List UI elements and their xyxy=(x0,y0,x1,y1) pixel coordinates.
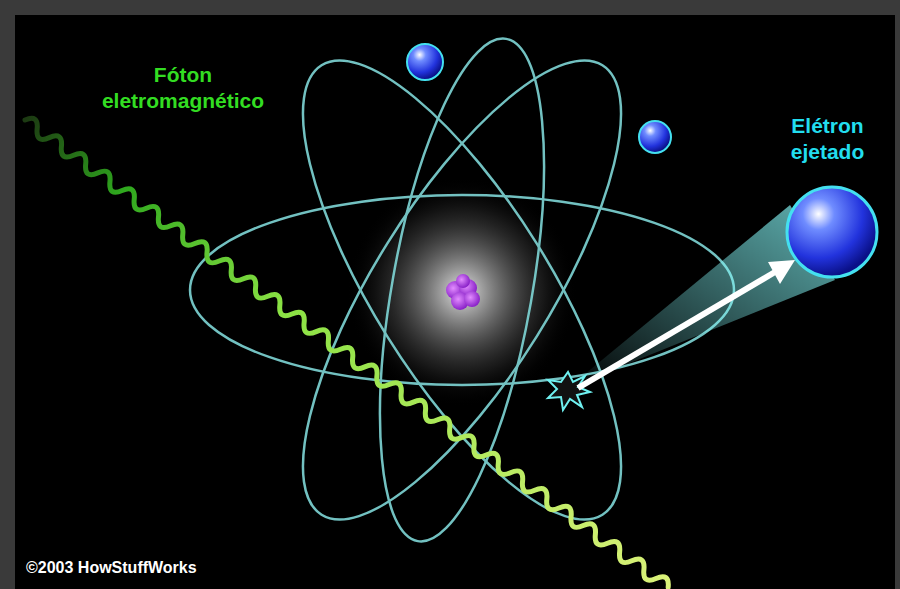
photon-label: Fóton eletromagnético xyxy=(88,62,278,115)
electron-label: Elétron ejetado xyxy=(765,113,890,166)
copyright-note: ©2003 HowStuffWorks xyxy=(26,558,286,578)
